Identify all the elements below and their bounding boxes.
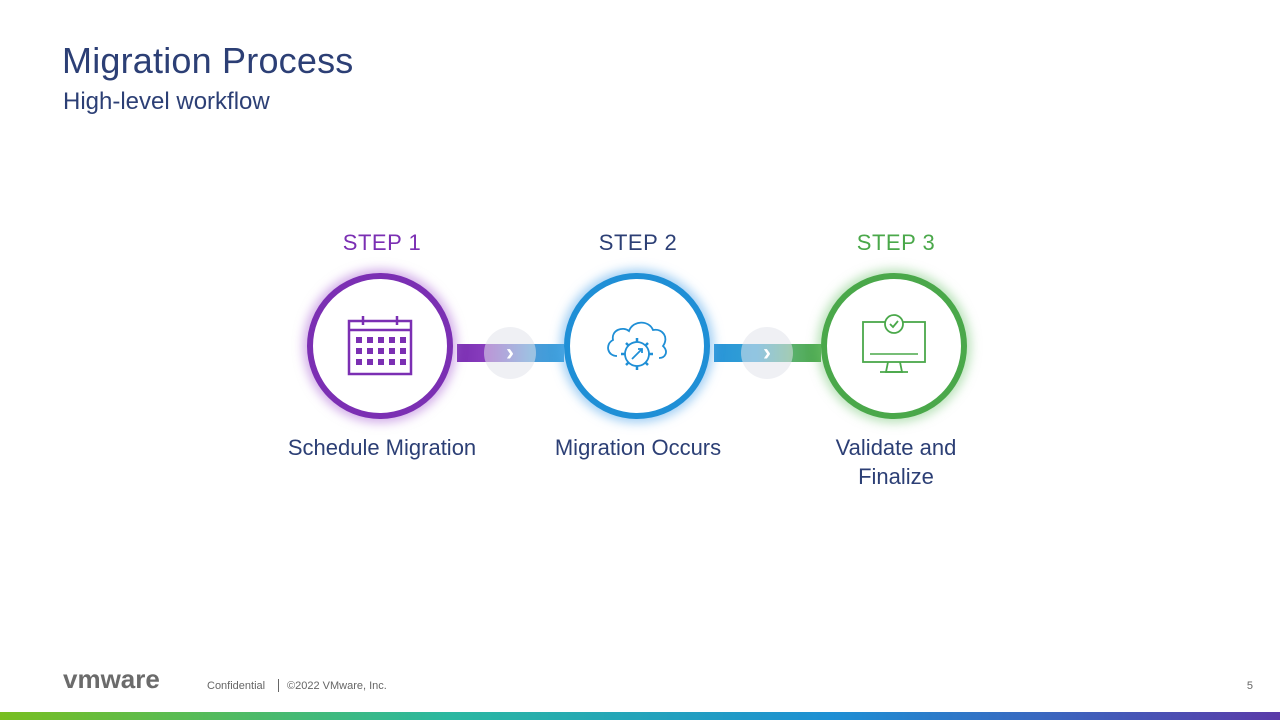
slide-title: Migration Process (62, 40, 354, 81)
step-1-circle (307, 273, 453, 419)
logo-wordmark: vmware (63, 668, 160, 694)
step-3-name-line-1: Validate and (835, 435, 957, 460)
calendar-icon (347, 316, 413, 376)
page-number: 5 (1246, 680, 1253, 692)
step-2-circle (564, 273, 710, 419)
slide-subtitle: High-level workflow (63, 88, 270, 115)
step-1-name-line: Schedule Migration (287, 435, 477, 460)
chevron-right-icon: › (506, 339, 514, 366)
monitor-check-icon (862, 314, 926, 373)
chevron-right-icon: › (763, 339, 771, 366)
step-1-label: STEP 1 (342, 230, 422, 255)
footer-divider (278, 679, 279, 692)
step-3-name-line-2: Finalize (858, 464, 934, 489)
vmware-logo: vmware (63, 664, 191, 699)
chevron-bg-2 (741, 327, 793, 379)
step-2-label: STEP 2 (598, 230, 678, 255)
step-3-label: STEP 3 (856, 230, 936, 255)
step-3-name: Validate and Finalize (776, 433, 1016, 491)
step-1-name: Schedule Migration (262, 433, 502, 462)
confidential-label: Confidential (207, 680, 266, 692)
copyright-label: ©2022 VMware, Inc. (287, 680, 387, 692)
step-2-name-line: Migration Occurs (554, 435, 722, 460)
chevron-bg-1 (484, 327, 536, 379)
step-3-circle (821, 273, 967, 419)
step-2-name: Migration Occurs (518, 433, 758, 462)
bottom-color-bar (0, 712, 1280, 720)
cloud-gear-icon (607, 321, 667, 370)
